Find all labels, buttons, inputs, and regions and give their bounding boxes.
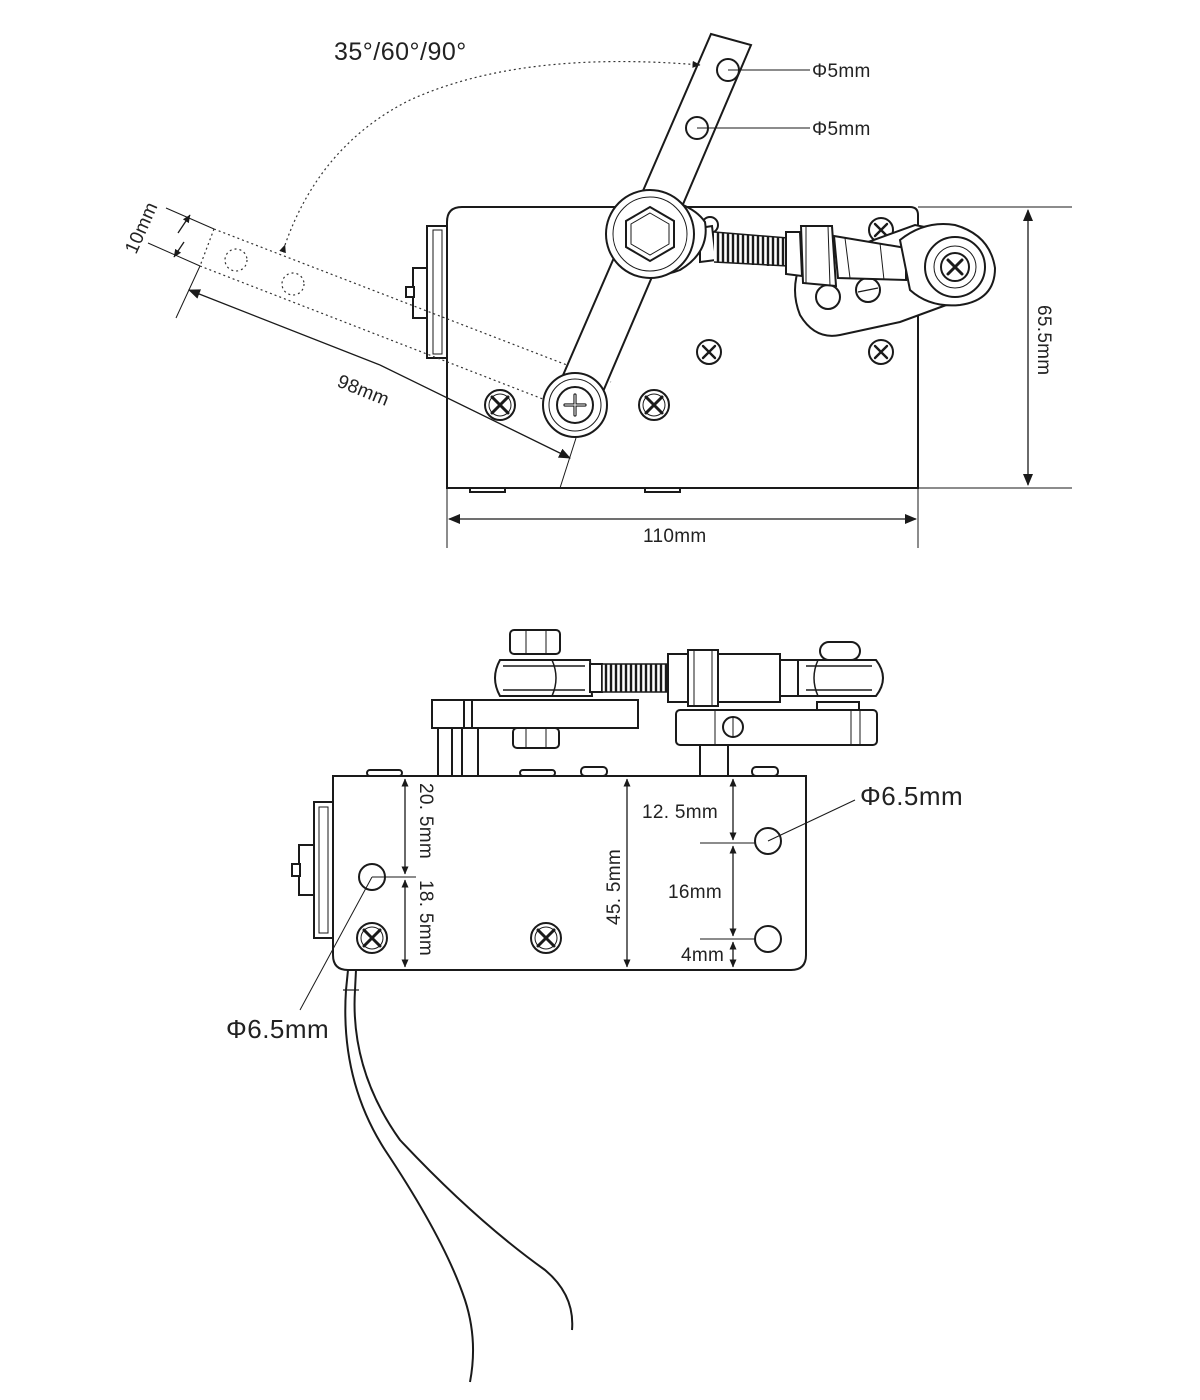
screw-icon bbox=[637, 388, 671, 422]
right-vertical-dimension: 12. 5mm 16mm 4mm bbox=[642, 778, 755, 968]
hole-label-left: Φ6.5mm bbox=[226, 1014, 329, 1044]
angle-label: 35°/60°/90° bbox=[334, 38, 467, 66]
hole-label-1: Φ5mm bbox=[812, 61, 871, 82]
hole-label-2: Φ5mm bbox=[812, 119, 871, 140]
dim-4: 4mm bbox=[681, 945, 724, 966]
hole-leader-left bbox=[299, 876, 373, 1011]
hole-leader-right bbox=[767, 799, 856, 842]
wires bbox=[343, 969, 574, 1383]
left-plate bbox=[431, 699, 639, 749]
screw-icon bbox=[867, 338, 895, 366]
arm-length-label: 98mm bbox=[334, 371, 392, 411]
right-plate bbox=[675, 701, 878, 746]
dim-16: 16mm bbox=[668, 882, 722, 903]
height-label: 65.5mm bbox=[1033, 305, 1054, 375]
screw-icon bbox=[483, 388, 517, 422]
screw-icon bbox=[695, 338, 723, 366]
screw-icon bbox=[355, 921, 389, 955]
top-view: 35°/60°/90° Φ5mm Φ5mm 10mm 98mm 65.5mm bbox=[121, 32, 1072, 548]
arm-ghost bbox=[199, 228, 612, 421]
side-view: 20. 5mm 18. 5mm 45. 5mm 12. 5mm 16mm 4mm… bbox=[226, 629, 963, 1383]
side-body bbox=[332, 775, 807, 971]
dim-18-5: 18. 5mm bbox=[415, 880, 436, 956]
side-flange-2 bbox=[291, 801, 334, 939]
linkage-rod bbox=[699, 224, 907, 288]
dim-20-5: 20. 5mm bbox=[415, 783, 436, 859]
top-screws bbox=[366, 766, 779, 777]
width-dimension: 110mm bbox=[446, 488, 919, 548]
pivot-screw bbox=[542, 372, 608, 438]
dim-12-5: 12. 5mm bbox=[642, 802, 718, 823]
arm-width-label: 10mm bbox=[121, 199, 162, 257]
hole-label-right: Φ6.5mm bbox=[860, 781, 963, 811]
arm-width-dimension: 10mm bbox=[121, 199, 215, 267]
screw-icon bbox=[529, 921, 563, 955]
side-flange bbox=[405, 225, 448, 359]
side-linkage bbox=[494, 629, 884, 707]
dim-45-5: 45. 5mm bbox=[604, 849, 625, 925]
housing-foot-right bbox=[644, 487, 681, 493]
left-vertical-dimension: 20. 5mm 18. 5mm bbox=[372, 778, 436, 968]
crank-eye bbox=[898, 223, 997, 307]
height-dimension: 65.5mm bbox=[918, 206, 1072, 489]
width-label: 110mm bbox=[643, 526, 706, 547]
hole-right-bottom bbox=[754, 925, 782, 953]
housing-foot-left bbox=[469, 487, 506, 493]
middle-vertical-dimension: 45. 5mm bbox=[604, 778, 631, 968]
